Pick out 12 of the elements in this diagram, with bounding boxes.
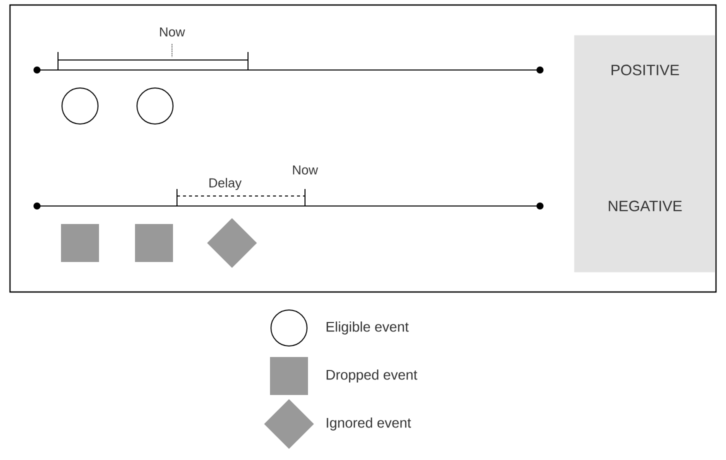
delay-label: Delay — [209, 178, 242, 190]
ignored-event-diamond — [207, 218, 257, 268]
now-label: Now — [160, 27, 186, 37]
eligible-event-circle — [136, 88, 174, 124]
outcome-panel: POSITIVE NEGATIVE — [574, 35, 716, 272]
eligible-event-circle — [62, 88, 98, 124]
now-label: Now — [293, 165, 318, 175]
dropped-event-square — [135, 224, 173, 262]
dropped-event-square — [61, 224, 99, 262]
legend-label: Ignored event — [326, 417, 412, 431]
legend-label: Eligible event — [326, 321, 409, 335]
legend-label: Dropped event — [326, 369, 418, 383]
